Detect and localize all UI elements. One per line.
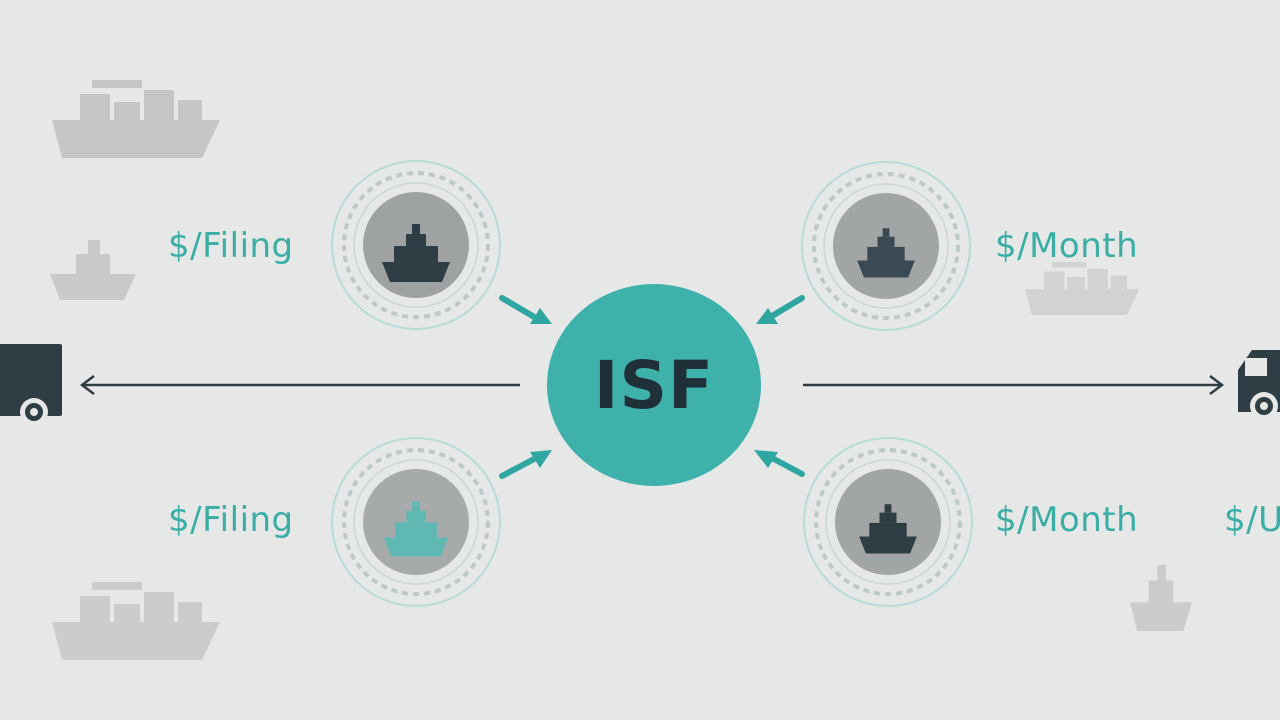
delivery-truck-icon <box>0 344 62 426</box>
rate-label-bottom-right: $/Month <box>995 500 1139 540</box>
ring-bottom-right <box>803 437 973 607</box>
rate-label-top-right: $/Month <box>995 226 1139 266</box>
background-ship-icon <box>52 80 220 158</box>
hub-label: ISF <box>593 346 715 424</box>
rate-label-bottom-left: $/Filing <box>168 500 294 540</box>
arrow-icon <box>499 295 552 324</box>
rate-label-top-left: $/Filing <box>168 226 294 266</box>
background-ship-icon <box>52 582 220 660</box>
background-ship-icon <box>50 240 136 300</box>
ring-top-right <box>801 161 971 331</box>
arrow-icon <box>756 295 805 324</box>
arrow-icon <box>754 450 805 477</box>
background-ship-icon <box>1025 262 1140 316</box>
isf-hub: ISF <box>547 284 761 486</box>
delivery-truck-icon <box>1238 350 1280 420</box>
left-arrow-icon <box>79 375 520 395</box>
ring-top-left <box>331 160 501 330</box>
arrow-icon <box>499 450 552 479</box>
background-ship-icon <box>1130 565 1192 631</box>
ring-bottom-left <box>331 437 501 607</box>
right-arrow-icon <box>803 375 1225 395</box>
rate-label-far-right: $/U <box>1224 500 1280 540</box>
